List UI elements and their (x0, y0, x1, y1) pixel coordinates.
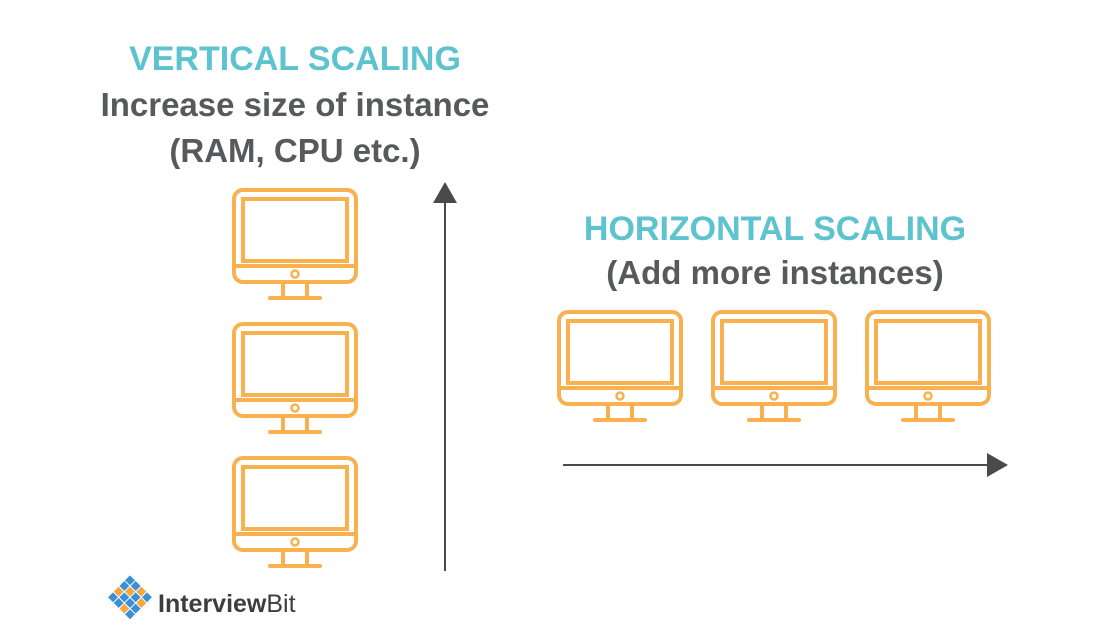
monitor-icon (557, 310, 683, 422)
logo-name-part2: Bit (266, 590, 296, 618)
monitor-icon (232, 188, 358, 300)
vertical-scaling-subtitle-line1: Increase size of instance (100, 86, 490, 123)
vertical-scaling-title: VERTICAL SCALING (129, 40, 461, 78)
logo-wordmark: InterviewBit (158, 590, 296, 619)
horizontal-scaling-subtitle: (Add more instances) (606, 254, 944, 291)
monitor-icon (232, 322, 358, 434)
vertical-scaling-subtitle-line2: (RAM, CPU etc.) (169, 132, 421, 169)
logo-name-part1: Interview (158, 590, 267, 618)
monitor-icon (865, 310, 991, 422)
arrow-up-icon (433, 182, 457, 571)
horizontal-scaling-title: HORIZONTAL SCALING (583, 210, 967, 248)
monitor-icon (232, 456, 358, 568)
diamond-grid-logo-icon (108, 575, 152, 620)
monitor-icon (711, 310, 837, 422)
arrow-right-icon (563, 453, 1008, 477)
